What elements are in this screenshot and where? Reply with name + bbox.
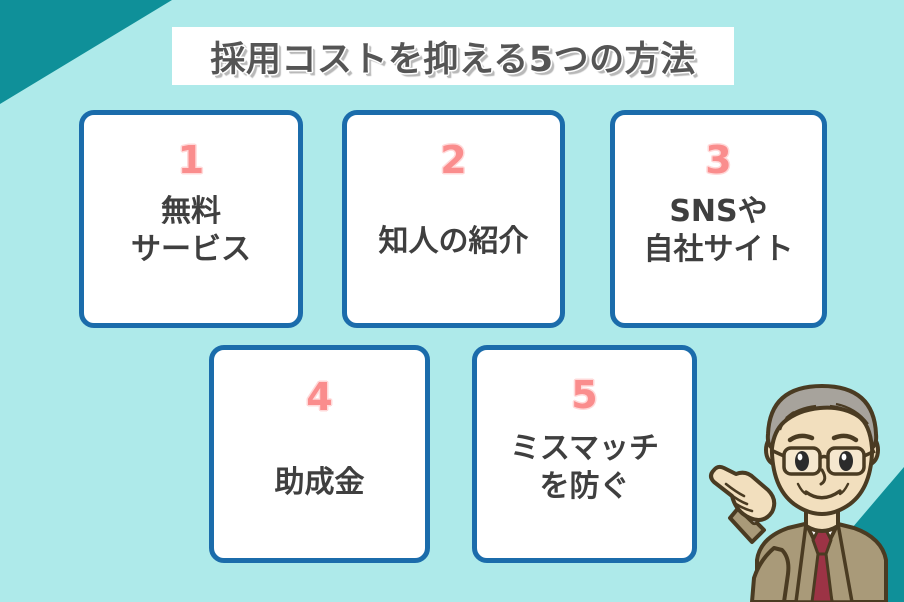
glasses-bridge <box>818 454 830 460</box>
mascot-eye-right <box>839 451 853 471</box>
mascot-nose <box>819 468 827 486</box>
glasses-temple-left <box>772 449 785 458</box>
method-card-1: 1 無料 サービス <box>79 110 303 328</box>
mascot-eyebrow-left <box>787 433 815 443</box>
mascot-illustration <box>702 378 904 602</box>
mascot-smile-line-right <box>838 482 850 496</box>
mascot-eye-highlight-left <box>797 453 803 461</box>
card-number-5: 5 <box>571 373 598 417</box>
title-banner: 採用コストを抑える5つの方法 <box>172 27 734 85</box>
decorative-triangle-top-left <box>0 0 172 104</box>
mascot-hand <box>709 464 777 522</box>
mascot-hair-line-3 <box>835 402 869 425</box>
mascot-hair-line-2 <box>829 404 863 421</box>
mascot-finger-line-2 <box>728 492 749 506</box>
card-number-3: 3 <box>705 138 732 182</box>
method-card-5: 5 ミスマッチ を防ぐ <box>472 345 697 563</box>
method-card-3: 3 SNSや 自社サイト <box>610 110 827 328</box>
glasses-temple-right <box>863 449 876 458</box>
card-number-2: 2 <box>440 138 467 182</box>
mascot-finger-line-1 <box>724 482 746 498</box>
mascot-smile-line-left <box>796 482 808 496</box>
mascot-mouth <box>804 489 842 500</box>
mascot-eye-left <box>795 451 809 471</box>
card-label-1: 無料 サービス <box>131 194 251 268</box>
mascot-eye-highlight-right <box>841 453 847 461</box>
mascot-finger-line-3 <box>734 502 754 513</box>
page-title: 採用コストを抑える5つの方法 <box>210 39 696 80</box>
method-card-2: 2 知人の紹介 <box>342 110 565 328</box>
card-number-4: 4 <box>306 375 333 419</box>
mascot-tie <box>810 552 834 602</box>
card-label-3: SNSや 自社サイト <box>643 194 794 268</box>
mascot-hair <box>765 384 879 450</box>
card-number-1: 1 <box>177 138 205 182</box>
method-card-4: 4 助成金 <box>209 345 430 563</box>
mascot-eyebrow-right <box>831 433 859 443</box>
card-label-5: ミスマッチ を防ぐ <box>509 431 660 505</box>
mascot-hair-line-4 <box>778 411 795 431</box>
mascot-arm <box>750 546 791 602</box>
card-label-2: 知人の紹介 <box>378 224 529 259</box>
card-label-4: 助成金 <box>274 465 365 500</box>
